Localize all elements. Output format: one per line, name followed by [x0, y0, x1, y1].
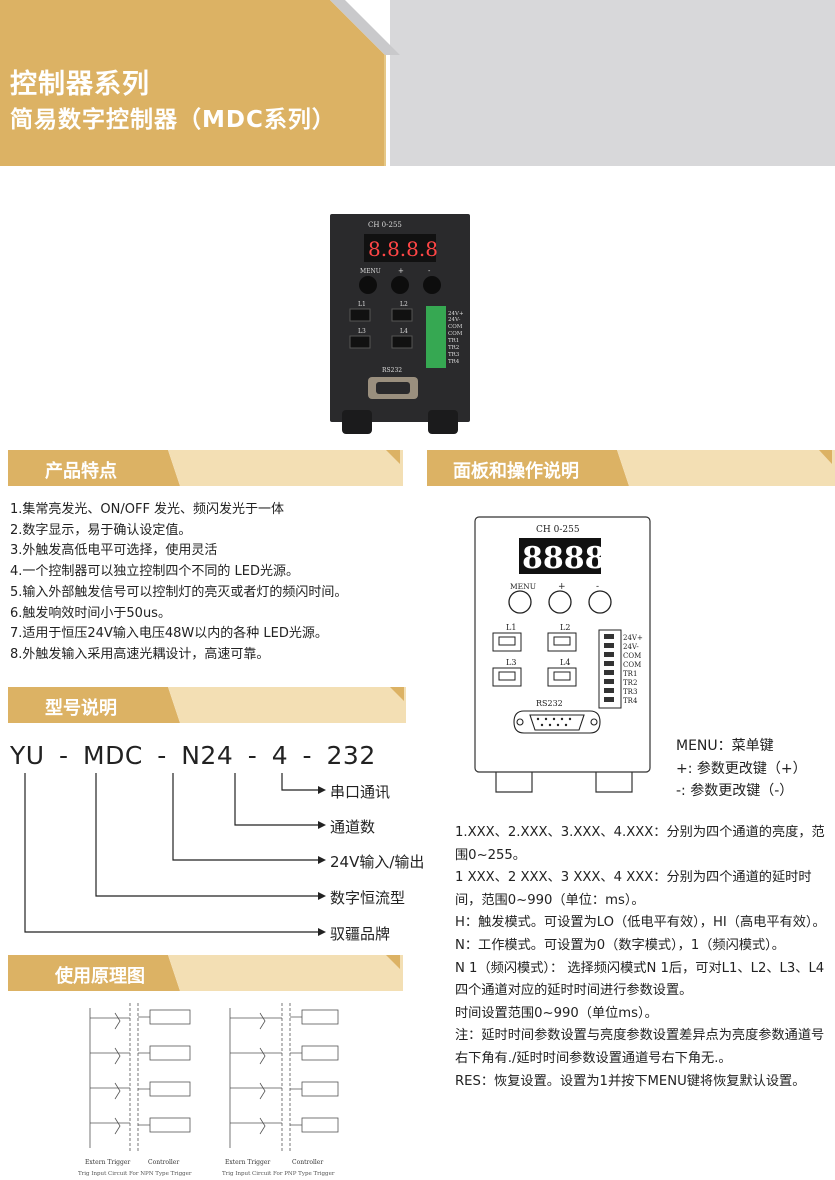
model-part-type: MDC: [83, 741, 143, 770]
model-label-type: 数字恒流型: [330, 889, 406, 907]
svg-text:L3: L3: [358, 328, 366, 335]
page-subtitle: 简易数字控制器（MDC系列）: [10, 107, 336, 133]
model-label-voltage: 24V输入/输出: [330, 853, 425, 871]
svg-text:24V-: 24V-: [623, 643, 639, 651]
svg-text:24V+: 24V+: [623, 634, 643, 642]
principle-section-bar: [8, 955, 403, 991]
svg-text:+: +: [558, 582, 566, 592]
features-list: 1.集常亮发光、ON/OFF 发光、频闪发光于一体 2.数字显示，易于确认设定值…: [10, 500, 347, 666]
svg-text:-: -: [596, 582, 599, 592]
principle-section-title: 使用原理图: [55, 966, 145, 987]
svg-text:TR4: TR4: [623, 697, 638, 705]
photo-display: 8.8.8.8: [368, 237, 438, 261]
svg-text:COM: COM: [448, 331, 463, 337]
pnp-right-label: Controller: [292, 1159, 323, 1166]
npn-caption: Trig Input Circuit For NPN Type Trigger: [78, 1171, 192, 1177]
svg-text:TR1: TR1: [448, 338, 459, 344]
pnp-left-label: Extern Trigger: [225, 1159, 270, 1166]
feature-item: 5.输入外部触发信号可以控制灯的亮灭或者灯的频闪时间。: [10, 584, 348, 600]
instruction-item: 注：延时时间参数设置与亮度参数设置差异点为亮度参数通道号右下角有./延时时间参数…: [455, 1028, 825, 1066]
svg-text:L4: L4: [400, 328, 408, 335]
instruction-item: RES：恢复设置。设置为1并按下MENU键将恢复默认设置。: [455, 1073, 806, 1089]
panel-display: 8888: [522, 541, 606, 576]
feature-item: 3.外触发高低电平可选择，使用灵活: [10, 543, 218, 559]
header-grey-band: [390, 0, 835, 166]
svg-text:L2: L2: [560, 623, 570, 632]
header-banner: [0, 0, 400, 166]
instruction-item: H：触发模式。可设置为LO（低电平有效），HI（高电平有效）。: [455, 915, 826, 931]
model-part-serial: 232: [326, 741, 376, 770]
svg-text:MENU: MENU: [360, 268, 381, 275]
page-title: 控制器系列: [10, 69, 150, 100]
legend-plus: +: 参数更改键（+）: [676, 760, 807, 777]
panel-plus-button: [548, 590, 572, 614]
features-section-bar: [8, 450, 403, 486]
model-part-voltage: N24: [181, 741, 234, 770]
svg-text:L1: L1: [506, 623, 516, 632]
svg-text:TR3: TR3: [448, 352, 460, 358]
panel-serial-label: RS232: [536, 699, 563, 708]
svg-text:+: +: [398, 267, 404, 275]
feature-item: 7.适用于恒压24V输入电压48W以内的各种 LED光源。: [10, 626, 328, 642]
feature-item: 8.外触发输入采用高速光耦设计，高速可靠。: [10, 646, 270, 662]
svg-text:TR3: TR3: [623, 688, 637, 696]
model-section-title: 型号说明: [45, 698, 117, 719]
model-label-brand: 驭疆品牌: [330, 925, 391, 943]
features-section-title: 产品特点: [45, 461, 117, 482]
svg-text:TR4: TR4: [448, 359, 460, 365]
panel-section-bar: [427, 450, 835, 486]
model-label-channels: 通道数: [330, 818, 376, 836]
instruction-item: 1.XXX、2.XXX、3.XXX、4.XXX：分别为四个通道的亮度，范围0~2…: [455, 825, 825, 863]
feature-item: 2.数字显示，易于确认设定值。: [10, 522, 192, 538]
npn-left-label: Extern Trigger: [85, 1159, 130, 1166]
npn-right-label: Controller: [148, 1159, 179, 1166]
controller-photo: CH 0-255 8.8.8.8 MENU + - L1 L2 L3 L4 24…: [330, 214, 470, 436]
feature-item: 6.触发响效时间小于50us。: [10, 605, 171, 621]
npn-circuit-diagram: Extern Trigger Controller Trig Input Cir…: [78, 1003, 192, 1177]
svg-text:L1: L1: [358, 301, 366, 308]
svg-text:-: -: [428, 267, 431, 275]
svg-text:L2: L2: [400, 301, 408, 308]
panel-drawing: CH 0-255 8888 MENU + - L1 L2 L3 L4 24V+ …: [474, 516, 651, 793]
svg-text:TR2: TR2: [623, 679, 637, 687]
legend-minus: -: 参数更改键（-）: [676, 783, 794, 799]
svg-text:L3: L3: [506, 658, 516, 667]
svg-text:MENU: MENU: [510, 582, 536, 591]
feature-item: 1.集常亮发光、ON/OFF 发光、频闪发光于一体: [10, 502, 285, 517]
svg-text:COM: COM: [448, 324, 463, 330]
panel-minus-button: [588, 590, 612, 614]
model-code: YU - MDC - N24 - 4 - 232: [10, 741, 376, 770]
instruction-item: 时间设置范围0~990（单位ms）。: [455, 1005, 658, 1021]
pnp-caption: Trig Input Circuit For PNP Type Trigger: [222, 1171, 335, 1177]
instruction-item: N 1（频闪模式）： 选择频闪模式N 1后，可对L1、L2、L3、L4四个通道对…: [455, 960, 825, 999]
svg-text:TR2: TR2: [448, 345, 459, 351]
panel-top-label: CH 0-255: [536, 525, 580, 535]
svg-text:TR1: TR1: [623, 670, 637, 678]
svg-text:COM: COM: [623, 661, 641, 669]
panel-legend: MENU：菜单键 +: 参数更改键（+） -: 参数更改键（-）: [676, 735, 807, 803]
panel-menu-button: [508, 590, 532, 614]
model-section-bar: [8, 687, 406, 723]
instructions: 1.XXX、2.XXX、3.XXX、4.XXX：分别为四个通道的亮度，范围0~2…: [455, 822, 827, 1093]
legend-menu: MENU：菜单键: [676, 738, 774, 754]
svg-text:24V-: 24V-: [448, 317, 460, 323]
model-connector-lines: [24, 773, 326, 936]
model-part-brand: YU: [10, 741, 45, 770]
photo-top-label: CH 0-255: [368, 221, 402, 229]
svg-text:L4: L4: [560, 658, 570, 667]
instruction-item: N：工作模式。可设置为0（数字模式），1（频闪模式）。: [455, 937, 785, 953]
svg-text:24V+: 24V+: [448, 311, 464, 317]
pnp-circuit-diagram: Extern Trigger Controller Trig Input Cir…: [222, 1003, 339, 1177]
model-part-channels: 4: [271, 741, 289, 770]
svg-text:RS232: RS232: [382, 367, 402, 374]
svg-text:COM: COM: [623, 652, 641, 660]
feature-item: 4.一个控制器可以独立控制四个不同的 LED光源。: [10, 564, 300, 580]
panel-section-title: 面板和操作说明: [453, 461, 579, 482]
instruction-item: 1 XXX、2 XXX、3 XXX、4 XXX：分别为四个通道的延时时间，范围0…: [455, 870, 812, 908]
model-label-serial: 串口通讯: [330, 783, 391, 801]
